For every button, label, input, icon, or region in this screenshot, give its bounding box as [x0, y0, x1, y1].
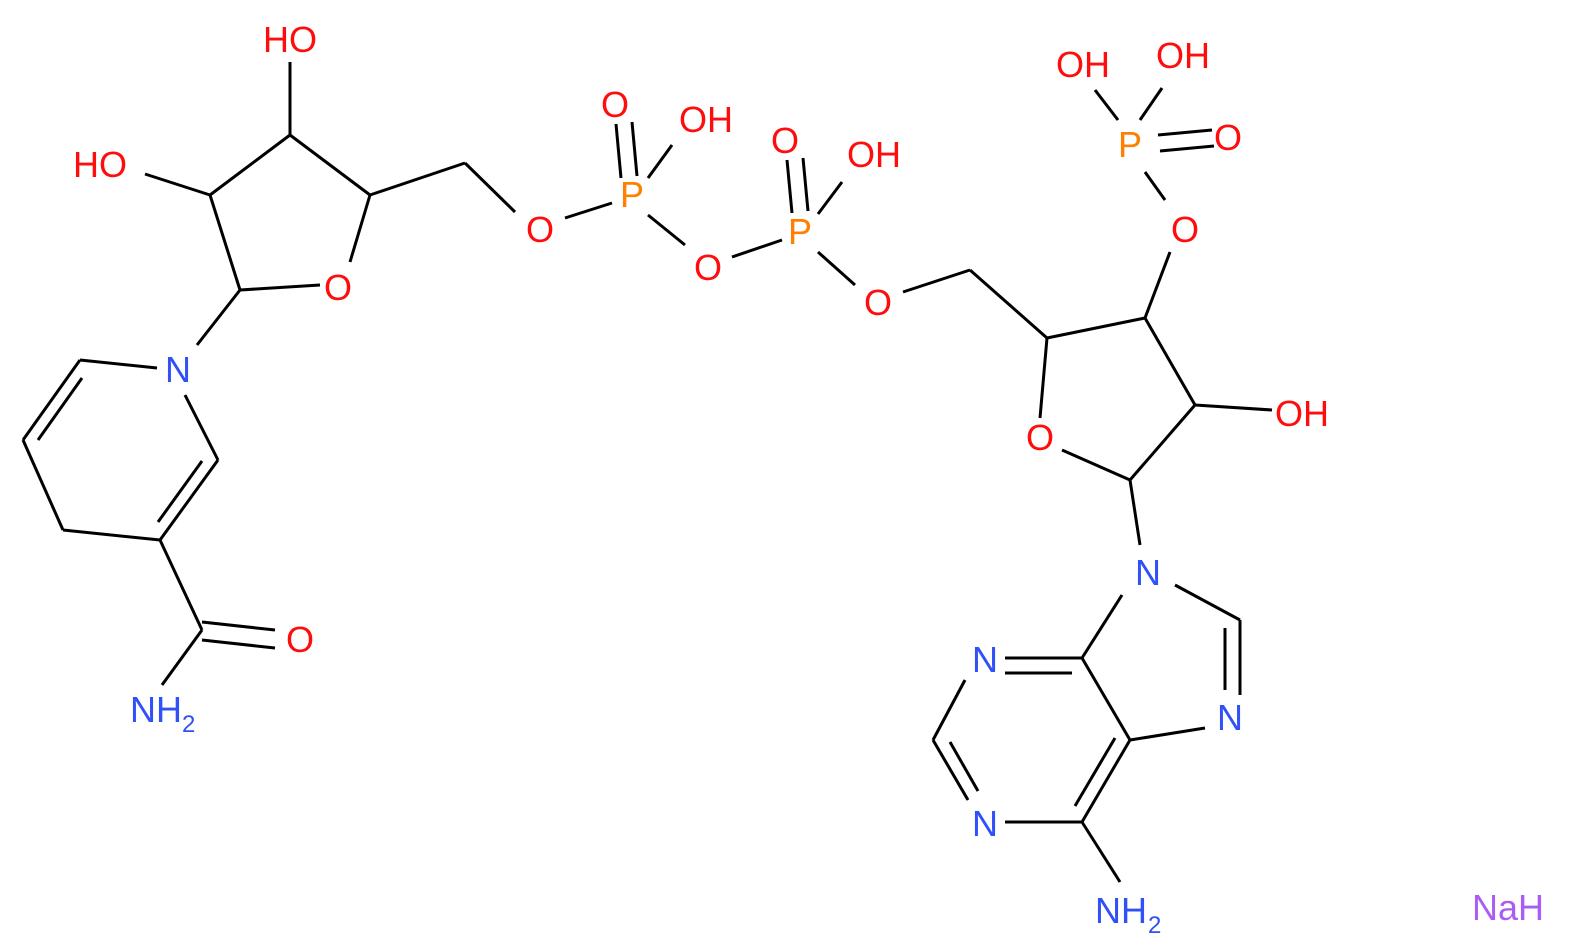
bond [1080, 821, 1122, 883]
bond [239, 283, 321, 292]
hydroxyl-label: HO [73, 144, 127, 185]
carbonyl-oxygen-label: O [286, 619, 314, 660]
phosphate-oxygen-label: O [1171, 209, 1199, 250]
bond [21, 439, 65, 531]
bond [902, 268, 971, 294]
bond [647, 213, 686, 247]
bond [369, 161, 466, 197]
bond [1038, 337, 1049, 419]
hydroxyl-label: OH [1275, 393, 1329, 434]
bond [931, 679, 967, 741]
bond-lines [21, 62, 1273, 883]
bond [201, 620, 276, 632]
bond [62, 528, 161, 542]
bond [1046, 316, 1146, 340]
bond [1174, 583, 1241, 622]
bond [1080, 657, 1132, 741]
bond [348, 194, 372, 263]
bond [614, 123, 623, 179]
adenine-amine-label: NH 2 [1095, 890, 1161, 939]
bond [1157, 128, 1213, 137]
bond [931, 739, 970, 801]
bond [1143, 317, 1197, 406]
bond [817, 250, 856, 287]
bond [289, 133, 371, 197]
amine-subscript: 2 [1148, 912, 1161, 939]
bond [209, 133, 291, 197]
amine-text: NH [130, 689, 182, 730]
oxo-oxygen-label: O [771, 120, 799, 161]
bond [816, 181, 844, 215]
bond [158, 459, 220, 541]
atom-labels: HO HO O N O NH 2 O P O OH O P O OH O O O… [73, 19, 1544, 939]
phosphorus-label: P [788, 211, 812, 252]
bond [1159, 144, 1215, 153]
bond [158, 539, 204, 631]
bond [36, 377, 84, 441]
hydroxyl-label: OH [679, 99, 733, 140]
hydroxyl-label: OH [847, 134, 901, 175]
amine-subscript: 2 [182, 711, 195, 738]
bond [1073, 737, 1117, 807]
sodium-hydride-label: NaH [1472, 887, 1544, 928]
bond [969, 268, 1048, 340]
bond [731, 238, 783, 259]
purine-nitrogen-label: N [972, 803, 998, 844]
bond [564, 201, 613, 220]
bond [183, 394, 220, 461]
ring-oxygen-label: O [324, 267, 352, 308]
ester-oxygen-label: O [526, 209, 554, 250]
oxo-oxygen-label: O [1214, 117, 1242, 158]
bond [156, 460, 204, 523]
bond [79, 358, 158, 370]
bond [144, 172, 211, 197]
bond [21, 359, 82, 441]
amine-text: NH [1095, 890, 1147, 931]
bond [1128, 479, 1142, 546]
bond [463, 161, 517, 214]
bond [1128, 404, 1197, 481]
bond [201, 638, 276, 650]
bond [1129, 726, 1206, 742]
bond [1138, 87, 1164, 121]
bond [1143, 251, 1172, 319]
bond [1194, 403, 1273, 412]
bond [195, 289, 242, 346]
purine-nitrogen-label: N [1217, 697, 1243, 738]
bridge-oxygen-label: O [694, 247, 722, 288]
bond [1080, 739, 1132, 823]
ring-oxygen-label: O [1026, 417, 1054, 458]
oxo-oxygen-label: O [601, 84, 629, 125]
hydroxyl-label: OH [1156, 35, 1210, 76]
purine-nitrogen-label: N [972, 639, 998, 680]
bond [160, 629, 204, 686]
bond [1093, 89, 1120, 121]
bond [948, 741, 980, 792]
pyridine-nitrogen-label: N [165, 349, 191, 390]
bond [646, 144, 674, 179]
hydroxyl-label: HO [263, 19, 317, 60]
bond [801, 157, 810, 212]
bond [785, 159, 794, 214]
amide-amine-label: NH 2 [130, 689, 195, 738]
bond [630, 121, 639, 177]
bond [208, 194, 242, 291]
phosphorus-label: P [1118, 124, 1142, 165]
hydroxyl-label: OH [1056, 44, 1110, 85]
ester-oxygen-label: O [864, 282, 892, 323]
bond [1061, 448, 1131, 482]
bond [1080, 594, 1124, 659]
bond [1143, 171, 1167, 201]
purine-nitrogen-label: N [1135, 552, 1161, 593]
phosphorus-label: P [620, 174, 644, 215]
